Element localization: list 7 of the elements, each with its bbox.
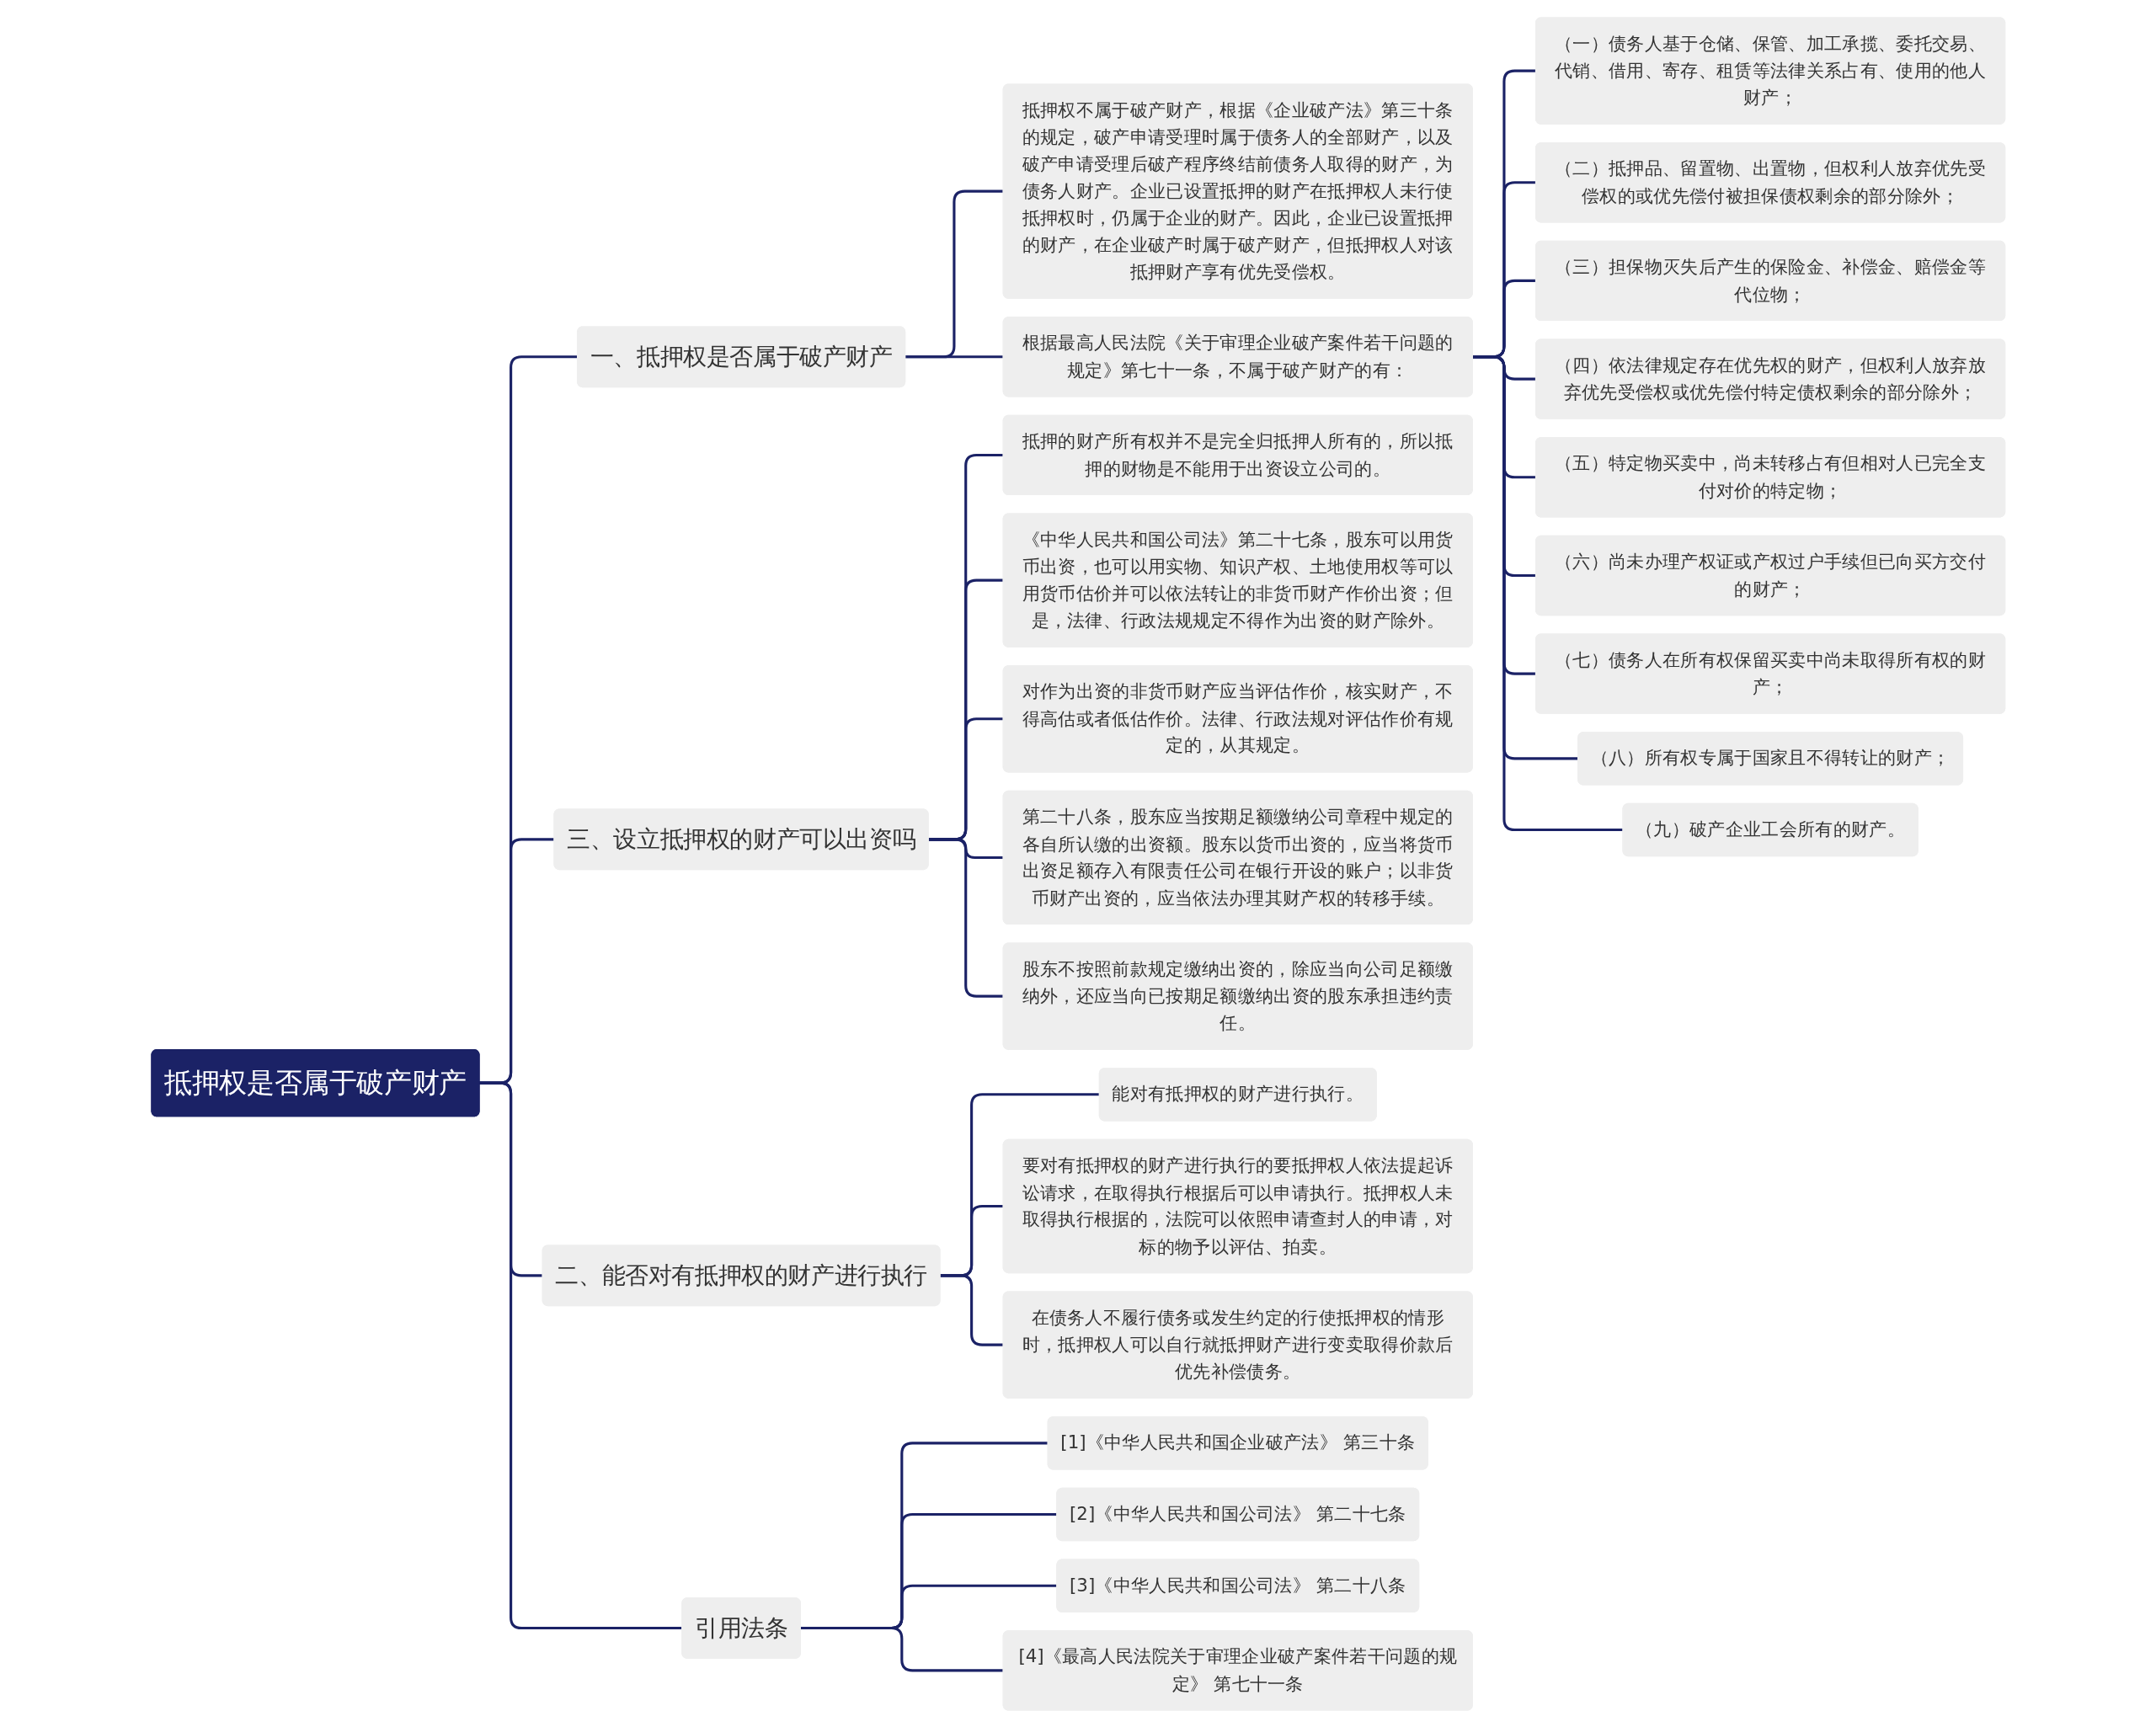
connector — [905, 354, 1003, 358]
connector — [939, 1273, 1003, 1346]
connector — [478, 1081, 682, 1629]
connector — [927, 837, 1003, 998]
connector — [800, 1626, 1003, 1671]
connector — [1471, 354, 1623, 831]
connector — [905, 189, 1003, 358]
